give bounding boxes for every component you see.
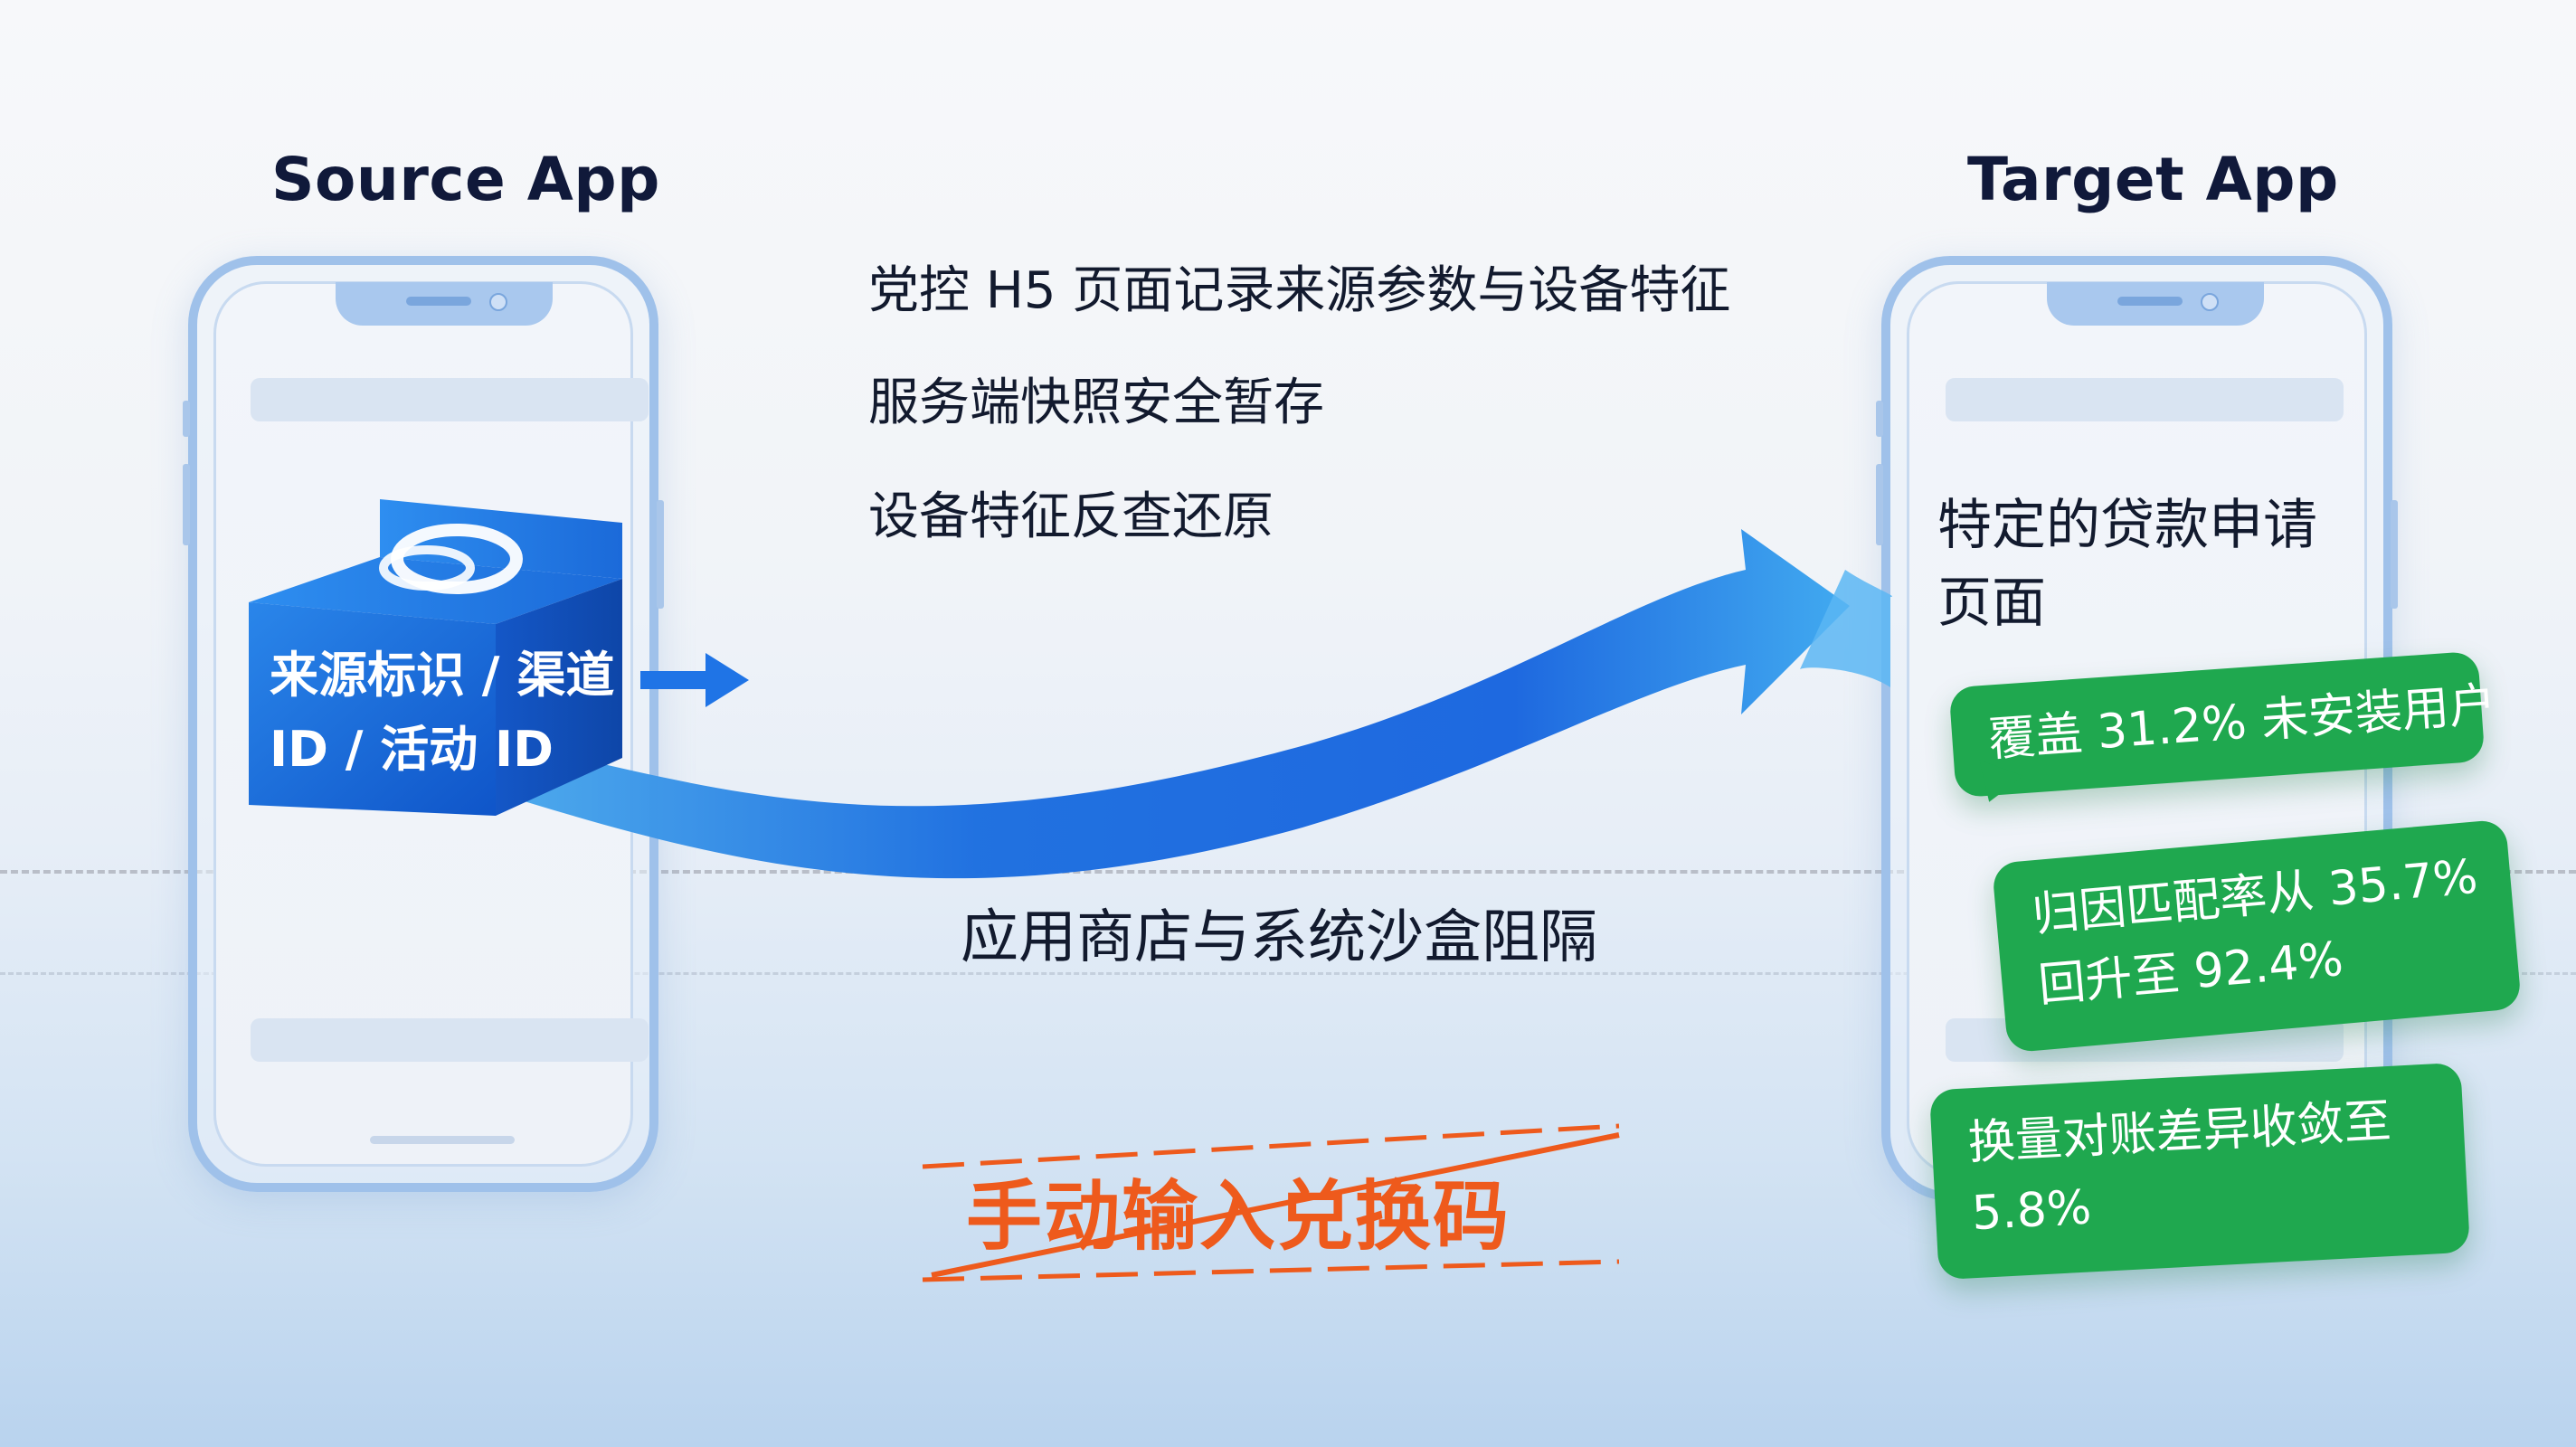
small-arrow-icon [640, 653, 749, 707]
step-2-text: 服务端快照安全暂存 [868, 374, 1324, 432]
source-side-button [183, 401, 190, 437]
cube-label-line2: ID / 活动 ID [270, 721, 554, 778]
source-placeholder-bar-bottom [251, 1018, 649, 1062]
rejected-method-text: 手动输入兑换码 [966, 1172, 1511, 1261]
target-app-title: Target App [1967, 145, 2339, 214]
strike-line-cross [931, 1132, 1620, 1278]
step-1-text: 党控 H5 页面记录来源参数与设备特征 [868, 261, 1731, 320]
flow-arrow-tail [1800, 570, 1892, 687]
speaker-icon [2117, 297, 2183, 306]
source-home-indicator [370, 1136, 515, 1144]
sandbox-divider-line-faint [0, 972, 2576, 975]
target-phone-notch [2047, 282, 2264, 326]
step-3-text: 设备特征反查还原 [868, 487, 1274, 546]
source-placeholder-bar-top [251, 378, 649, 421]
target-power-button [2391, 500, 2398, 609]
result-bubble-reconciliation: 换量对账差异收敛至 5.8% [1928, 1062, 2471, 1281]
result-coverage-text: 覆盖 31.2% 未安装用户 [1986, 677, 2498, 768]
source-volume-button [183, 464, 190, 545]
source-params-cube [249, 499, 622, 816]
target-page-line2: 页面 [1937, 572, 2046, 635]
source-app-title: Source App [271, 145, 660, 214]
target-placeholder-bar-top [1946, 378, 2344, 421]
source-phone-notch [336, 282, 553, 326]
camera-icon [489, 293, 507, 311]
target-volume-button [1876, 464, 1883, 545]
barrier-text: 应用商店与系统沙盒阻隔 [961, 904, 1597, 971]
camera-icon [2201, 293, 2219, 311]
link-icon [379, 524, 523, 594]
speaker-icon [406, 297, 471, 306]
source-power-button [657, 500, 664, 609]
sandbox-divider-line [0, 870, 2576, 874]
strike-line-bottom [922, 1259, 1620, 1282]
target-side-button [1876, 401, 1883, 437]
strike-line-top [922, 1123, 1620, 1169]
flow-arrow-ribbon [507, 529, 1850, 879]
target-page-line1: 特定的贷款申请 [1937, 494, 2317, 557]
cube-label-line1: 来源标识 / 渠道 [270, 647, 615, 704]
